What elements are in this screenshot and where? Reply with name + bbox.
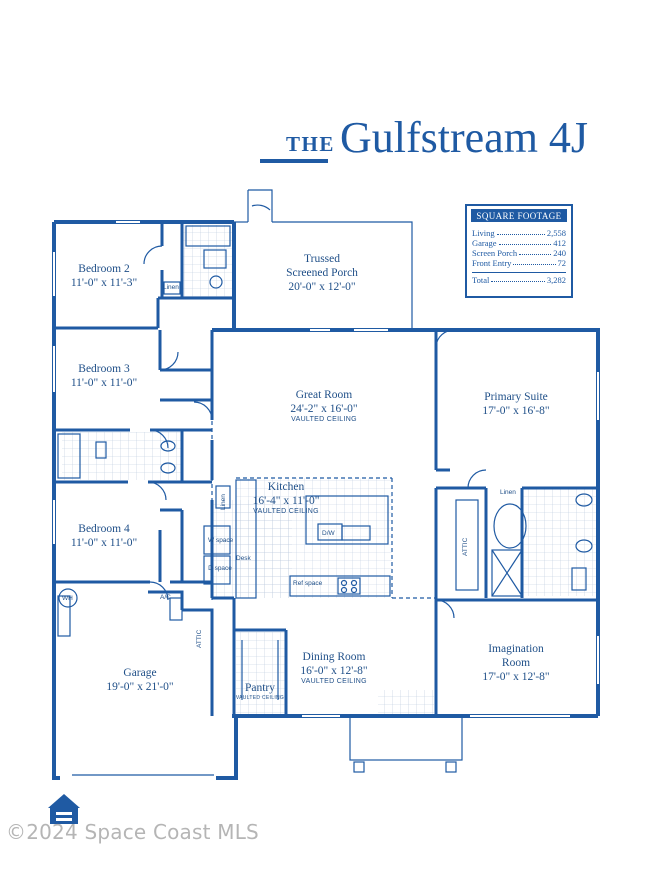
tiled-floors (62, 225, 598, 716)
sqft-row: Screen Porch 240 (467, 248, 571, 258)
sqft-row: Front Entry 72 (467, 258, 571, 268)
room-dimensions: 16'-0" x 12'-8" (300, 665, 368, 677)
sqft-total-label: Total (472, 275, 490, 285)
sqft-label: Garage (472, 238, 497, 248)
room-note: VAULTED CEILING (301, 678, 367, 685)
room-note: VAULTED CEILING (291, 416, 357, 423)
tag-dishwasher: D/W (322, 530, 335, 537)
room-name: Kitchen (267, 481, 305, 493)
fixtures (57, 225, 593, 776)
tag-attic: ATTIC (196, 629, 203, 648)
sqft-value: 412 (553, 238, 566, 248)
room-name: Imagination (488, 643, 544, 655)
plan-title: THE Gulfstream 4J (260, 112, 630, 172)
room-bedroom-4: Bedroom 4 11'-0" x 11'-0" (71, 522, 137, 550)
room-dimensions: 24'-2" x 16'-0" (290, 403, 358, 415)
room-dining-room: Dining Room 16'-0" x 12'-8" VAULTED CEIL… (300, 650, 367, 685)
room-dimensions: 11'-0" x 11'-0" (70, 377, 138, 389)
room-name: Room (501, 657, 531, 669)
room-bedroom-3: Bedroom 3 11'-0" x 11'-0" (71, 362, 137, 390)
sqft-total-value: 3,282 (546, 275, 566, 285)
square-footage-box: SQUARE FOOTAGE Living 2,558 Garage 412 Scr… (465, 204, 573, 298)
sqft-label: Screen Porch (472, 248, 518, 258)
room-primary-suite: Primary Suite 17'-0" x 16'-8" (482, 390, 549, 418)
sqft-row: Garage 412 (467, 238, 571, 248)
room-screened-porch: Trussed Screened Porch 20'-0" x 12'-0" (286, 252, 358, 294)
tag-refrigerator-space: Ref space (293, 580, 323, 587)
room-pantry: Pantry VAULTED CEILING (236, 681, 284, 701)
tag-ac: A/C (160, 594, 171, 601)
room-name: Trussed (303, 253, 341, 265)
tag-dryer-space: D space (208, 565, 232, 572)
room-dimensions: 17'-0" x 16'-8" (482, 405, 550, 417)
tag-washer-space: W space (208, 537, 234, 544)
title-prefix: THE (286, 132, 335, 156)
room-name: Dining Room (302, 651, 366, 663)
sqft-total-row: Total 3,282 (472, 272, 566, 285)
room-dimensions: 11'-0" x 11'-0" (70, 537, 138, 549)
square-footage-header: SQUARE FOOTAGE (471, 209, 567, 222)
porch-screen (234, 189, 413, 330)
tag-desk: Desk (236, 555, 251, 562)
tag-water-heater: WH (62, 595, 73, 602)
equal-housing-opportunity-icon (48, 794, 80, 824)
room-kitchen: Kitchen 16'-4" x 11'-0" VAULTED CEILING (253, 480, 320, 515)
room-great-room: Great Room 24'-2" x 16'-0" VAULTED CEILI… (290, 388, 357, 423)
sqft-value: 72 (557, 258, 567, 268)
sqft-value: 2,558 (546, 228, 566, 238)
room-dimensions: 19'-0" x 21'-0" (106, 681, 174, 693)
room-dimensions: 20'-0" x 12'-0" (288, 281, 356, 293)
sqft-label: Living (472, 228, 495, 238)
sqft-row: Living 2,558 (467, 228, 571, 238)
room-name: Great Room (295, 389, 353, 401)
room-name: Bedroom 4 (78, 523, 130, 535)
room-note: VAULTED CEILING (253, 508, 319, 515)
title-rule (260, 159, 328, 163)
tag-linen: Linen (220, 494, 227, 510)
tag-linen: Linen (163, 284, 179, 291)
room-imagination-room: Imagination Room 17'-0" x 12'-8" (482, 642, 549, 684)
room-garage: Garage 19'-0" x 21'-0" (106, 666, 173, 694)
room-name: Pantry (244, 682, 276, 694)
room-name: Bedroom 3 (78, 363, 130, 375)
room-dimensions: 16'-4" x 11'-0" (252, 495, 320, 507)
room-bedroom-2: Bedroom 2 11'-0" x 11'-3" (71, 262, 137, 290)
exterior-walls (52, 220, 600, 780)
room-note: VAULTED CEILING (235, 695, 285, 701)
windows (53, 221, 599, 717)
sqft-label: Front Entry (472, 258, 512, 268)
room-name: Garage (123, 667, 157, 679)
room-name: Bedroom 2 (78, 263, 130, 275)
room-name: Screened Porch (286, 267, 358, 279)
sqft-value: 240 (553, 248, 566, 258)
room-dimensions: 11'-0" x 11'-3" (70, 277, 138, 289)
tag-linen: Linen (500, 489, 516, 496)
tag-attic: ATTIC (462, 537, 469, 556)
room-name: Primary Suite (484, 391, 548, 403)
title-name: Gulfstream 4J (340, 113, 589, 162)
room-dimensions: 17'-0" x 12'-8" (482, 671, 550, 683)
watermark: ©2024 Space Coast MLS (6, 820, 259, 844)
